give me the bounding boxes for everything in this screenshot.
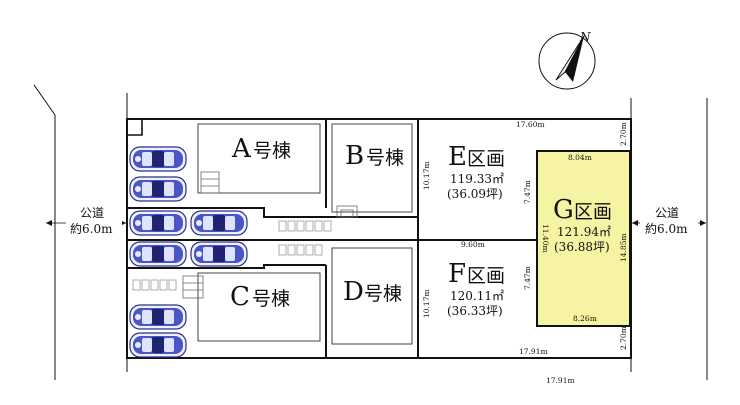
car-icon — [190, 241, 248, 267]
dim-f-right-v: 7.47m — [523, 266, 532, 290]
road-left: 公道 約6.0m — [46, 204, 126, 236]
lane-markers-c — [132, 279, 177, 291]
car-icon — [129, 210, 187, 236]
car-icon — [129, 332, 187, 358]
building-b-suffix: 号棟 — [366, 147, 404, 169]
building-d-suffix: 号棟 — [364, 283, 402, 305]
lot-g-letter: G — [553, 195, 574, 225]
road-left-label: 公道 — [80, 206, 104, 220]
north-arrow-back — [555, 35, 585, 81]
building-a-steps — [200, 171, 220, 194]
building-d-footprint — [331, 247, 413, 345]
lot-f-letter: F — [448, 259, 466, 289]
lot-f-suffix: 区画 — [467, 265, 505, 287]
lot-f-tsubo: (36.33坪) — [447, 304, 503, 318]
road-right-width: 約6.0m — [645, 221, 688, 236]
lot-g-tsubo: (36.88坪) — [554, 240, 610, 254]
lot-f-label[interactable]: F 区画 120.11㎡ (36.33坪) — [447, 259, 505, 318]
compass: N — [538, 30, 596, 90]
lot-e-label[interactable]: E 区画 119.33㎡ (36.09坪) — [447, 142, 505, 201]
dim-g-bottom: 8.26m — [573, 314, 597, 323]
building-c-footprint — [197, 272, 321, 342]
dim-e-left-v: 10.17m — [422, 161, 431, 190]
dim-ef-divider: 9.60m — [461, 240, 485, 249]
lane-markers-upper — [278, 220, 332, 232]
dim-g-bottom-gap: 2.70m — [619, 326, 628, 350]
building-d-letter: D — [343, 277, 364, 307]
building-a-letter: A — [231, 134, 252, 164]
building-c-letter: C — [230, 282, 250, 312]
lot-g-label[interactable]: G 区画 121.94㎡ (36.88坪) — [553, 195, 612, 254]
lot-e-suffix: 区画 — [467, 148, 505, 170]
lot-g-area: 121.94㎡ — [557, 225, 611, 239]
boundary-a-notch — [127, 119, 143, 136]
building-a-footprint — [197, 123, 321, 194]
dim-e-right-v: 7.47m — [523, 180, 532, 204]
building-b-footprint — [331, 123, 413, 213]
lot-e-area: 119.33㎡ — [450, 172, 504, 186]
car-icon — [129, 146, 187, 172]
lot-g-suffix: 区画 — [574, 201, 612, 223]
building-c-suffix: 号棟 — [252, 288, 290, 310]
car-icon — [190, 210, 248, 236]
dim-g-top: 8.04m — [568, 153, 592, 162]
dim-bottom-inner: 17.91m — [519, 347, 548, 356]
road-right: 公道 約6.0m — [632, 204, 706, 236]
road-edge-left-outer — [33, 84, 56, 380]
dim-top-width: 17.60m — [516, 120, 545, 129]
lot-e-tsubo: (36.09坪) — [447, 187, 503, 201]
lot-f-area: 120.11㎡ — [450, 289, 504, 303]
building-c-label[interactable]: C 号棟 — [230, 282, 290, 312]
road-left-width: 約6.0m — [70, 221, 113, 236]
building-c-steps — [182, 275, 204, 299]
compass-label: N — [579, 30, 591, 44]
lot-e-letter: E — [448, 142, 467, 172]
car-icon — [129, 241, 187, 267]
lane-markers-lower — [278, 244, 323, 256]
building-a-suffix: 号棟 — [253, 140, 291, 162]
building-b-label[interactable]: B 号棟 — [345, 141, 404, 171]
boundary-c-lot — [127, 264, 326, 269]
dim-g-left-v: 11.40m — [541, 224, 550, 253]
building-d-label[interactable]: D 号棟 — [343, 277, 402, 307]
dim-f-left-v: 10.17m — [422, 289, 431, 318]
north-arrow-icon — [565, 36, 584, 82]
building-b-steps — [336, 205, 358, 218]
road-right-label: 公道 — [655, 206, 679, 220]
dim-g-top-gap: 2.70m — [619, 122, 628, 146]
building-b-letter: B — [345, 141, 364, 171]
lot-g-area[interactable] — [536, 150, 631, 327]
dim-g-right-v: 14.85m — [619, 233, 628, 262]
car-icon — [129, 176, 187, 202]
building-a-label[interactable]: A 号棟 — [231, 134, 291, 164]
car-icon — [129, 304, 187, 330]
dim-bottom-outer: 17.91m — [546, 376, 575, 385]
